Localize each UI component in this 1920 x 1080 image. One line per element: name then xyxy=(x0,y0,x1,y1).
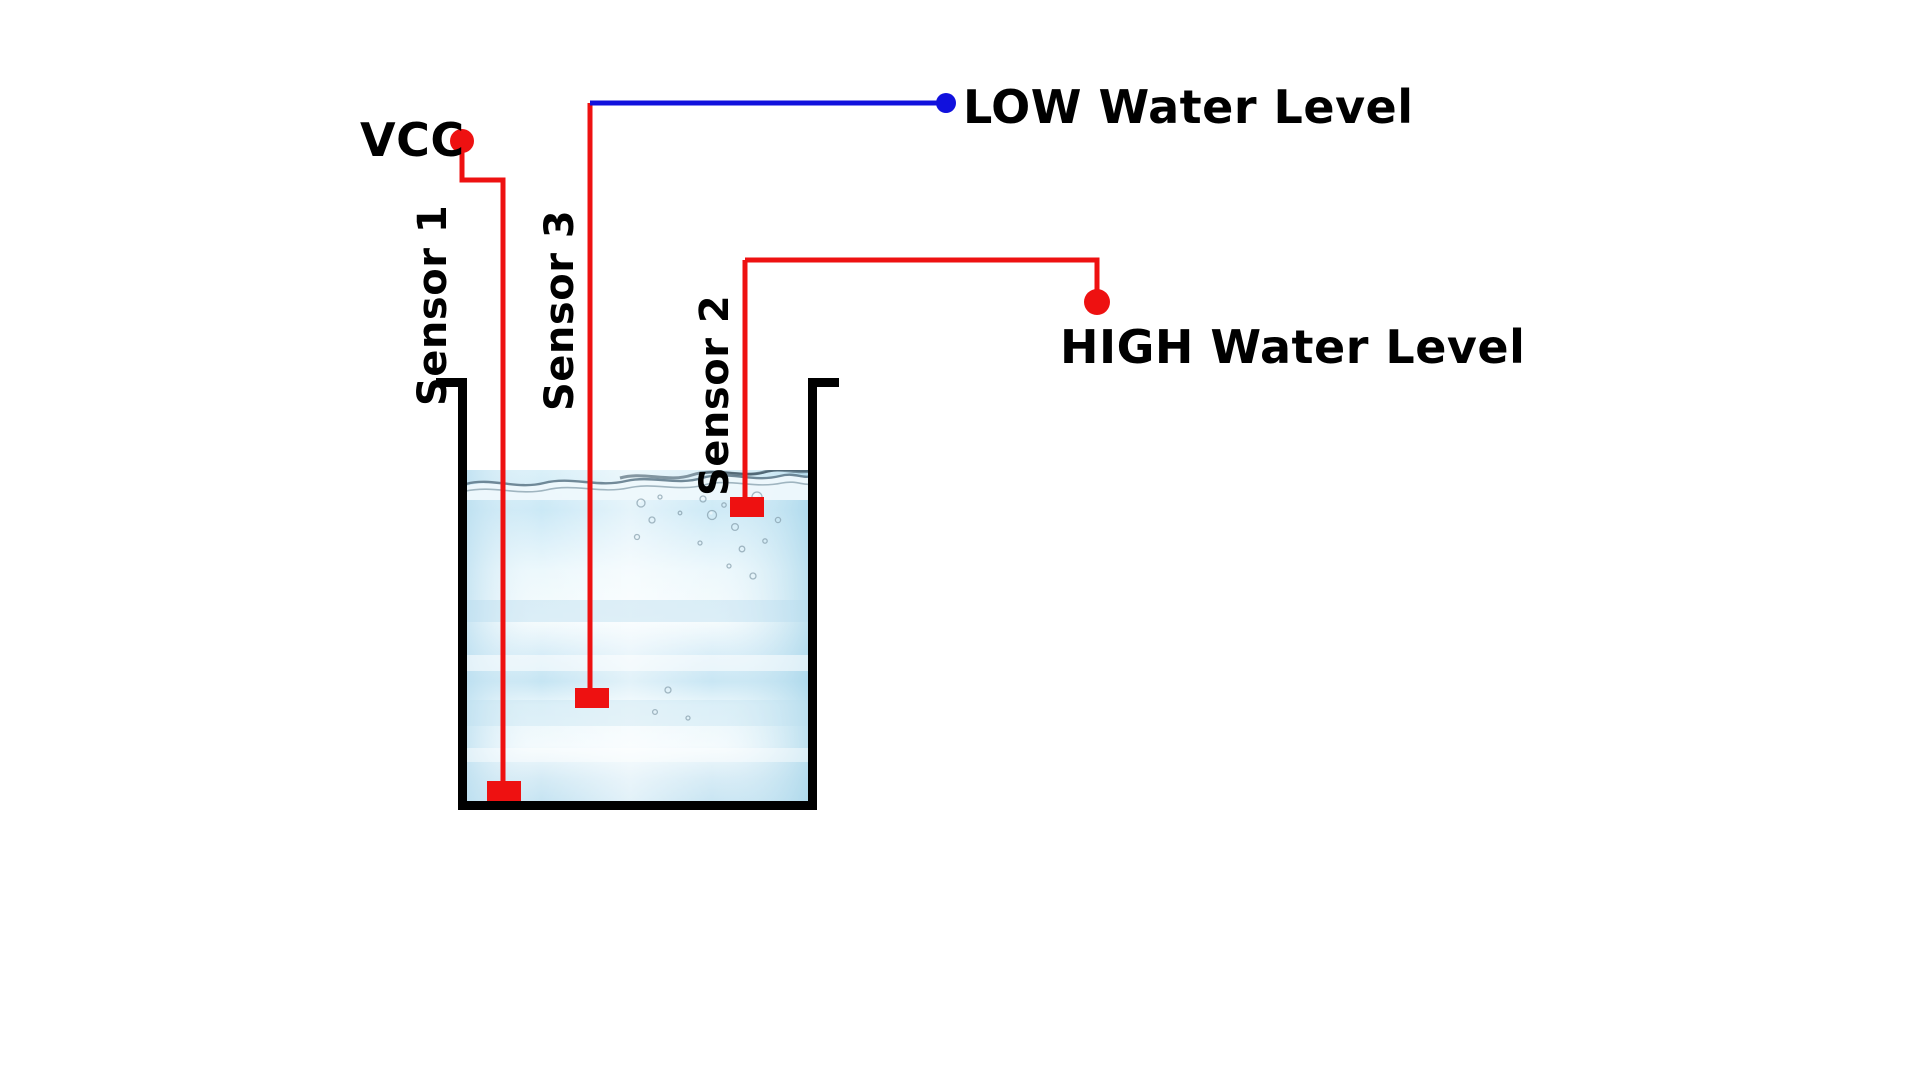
vcc-terminal-dot xyxy=(450,129,474,153)
sensor-2-wire xyxy=(730,260,764,517)
sensor-1-electrode xyxy=(487,781,521,801)
sensor-3-label: Sensor 3 xyxy=(537,209,583,411)
water-surface-line xyxy=(466,473,808,487)
low-water-level-lead xyxy=(590,93,956,113)
tank-floor xyxy=(458,801,817,810)
low-water-level-terminal-dot xyxy=(936,93,956,113)
tank-wall-right xyxy=(808,378,817,810)
water-crest-dark-2 xyxy=(699,470,808,476)
sensor-1-wire xyxy=(459,148,521,801)
sensor-2-electrode xyxy=(730,497,764,517)
sensor-2-label: Sensor 2 xyxy=(692,294,738,496)
vcc-label: VCC xyxy=(360,113,465,167)
water-body xyxy=(466,470,808,806)
low-water-level-label: LOW Water Level xyxy=(963,80,1414,134)
high-water-level-label: HIGH Water Level xyxy=(1060,320,1526,374)
sensor-1-wire-path xyxy=(459,148,506,781)
sensor-1-label: Sensor 1 xyxy=(410,204,456,406)
tank-outline xyxy=(436,378,839,810)
bubble-highlights xyxy=(638,493,758,515)
sensor-3-wire xyxy=(575,103,609,708)
tank-lip-right xyxy=(808,378,839,387)
high-water-level-lead-path xyxy=(745,257,1100,295)
water-surface-line-2 xyxy=(466,481,808,493)
high-water-level-lead xyxy=(745,257,1110,315)
tank-lip-left xyxy=(436,378,467,387)
high-water-level-terminal-dot xyxy=(1084,289,1110,315)
tank-wall-left xyxy=(458,378,467,810)
sensor-3-electrode xyxy=(575,688,609,708)
